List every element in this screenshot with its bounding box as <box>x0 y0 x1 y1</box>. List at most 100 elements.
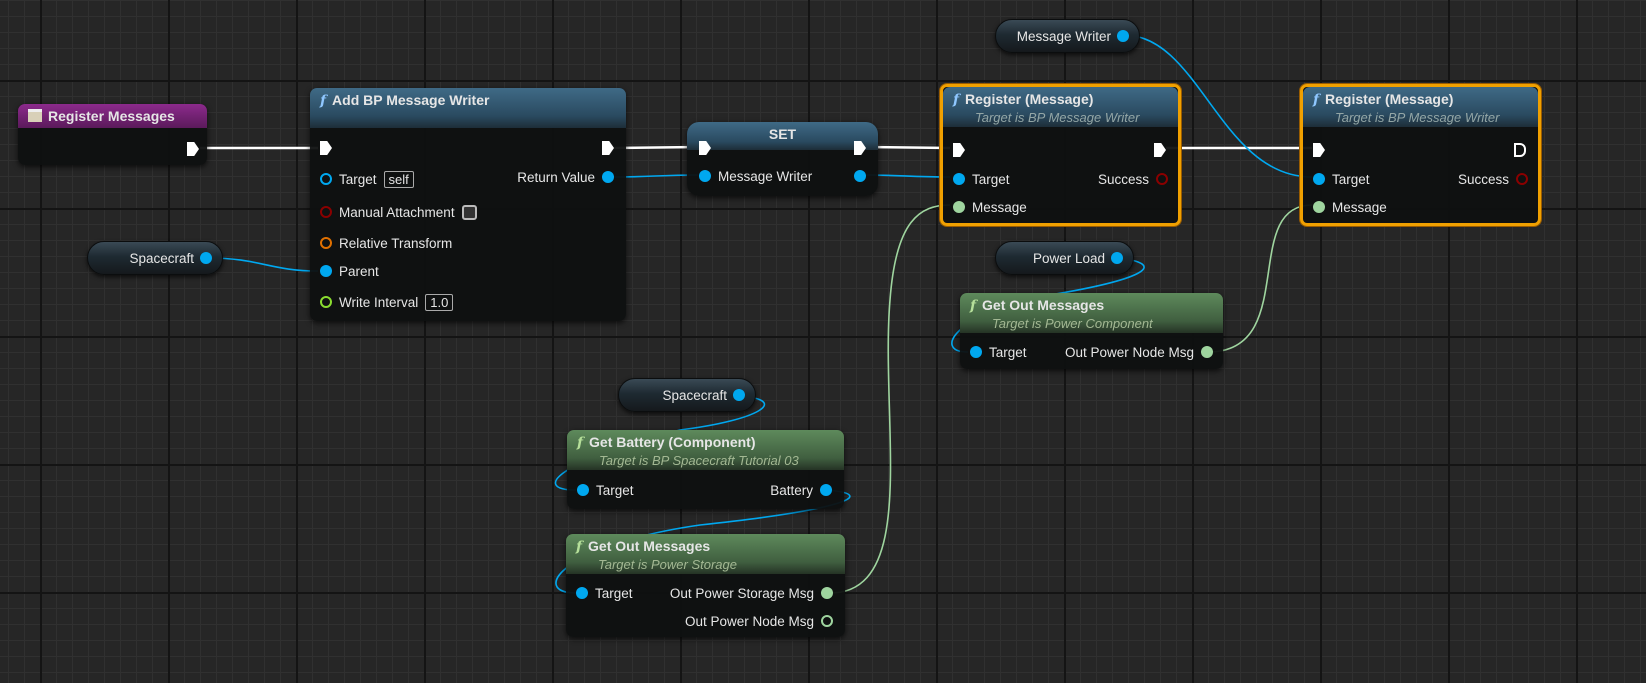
target-pin[interactable] <box>953 173 965 185</box>
variable-node-spacecraft-2[interactable]: Spacecraft <box>618 378 756 412</box>
object-wire <box>207 257 319 272</box>
pin-label: Target <box>989 344 1027 360</box>
function-node-get-battery[interactable]: f Get Battery (Component) Target is BP Spa… <box>567 430 844 509</box>
exec-out-pin[interactable] <box>1514 143 1526 157</box>
pin-label: Message Writer <box>718 168 813 184</box>
node-header: Register Messages <box>18 104 207 128</box>
success-pin[interactable] <box>1156 173 1168 185</box>
variable-node-spacecraft[interactable]: Spacecraft <box>87 241 223 275</box>
exec-in-pin[interactable] <box>699 141 711 155</box>
parent-pin[interactable] <box>320 265 332 277</box>
function-icon: f <box>1313 92 1320 108</box>
target-pin[interactable] <box>1313 173 1325 185</box>
function-icon: f <box>577 435 584 451</box>
node-title: Get Out Messages <box>588 538 711 554</box>
function-node-register-message-1[interactable]: f Register (Message) Target is BP Message … <box>940 84 1181 226</box>
output-pin[interactable] <box>1111 252 1123 264</box>
node-subtitle: Target is Power Component <box>992 316 1153 331</box>
relative-transform-pin[interactable] <box>320 237 332 249</box>
pin-label: Message <box>972 199 1027 215</box>
pin-label: Out Power Storage Msg <box>669 585 814 601</box>
pin-label: Target <box>339 171 377 187</box>
target-pin[interactable] <box>320 173 332 185</box>
target-pin[interactable] <box>970 346 982 358</box>
event-node-register-messages[interactable]: Register Messages <box>18 104 207 165</box>
output-pin[interactable] <box>1117 30 1129 42</box>
message-writer-out-pin[interactable] <box>854 170 866 182</box>
write-interval-pin[interactable] <box>320 296 332 308</box>
variable-node-message-writer[interactable]: Message Writer <box>995 19 1140 53</box>
pin-label: Out Power Node Msg <box>684 613 814 629</box>
pin-label: Battery <box>770 482 813 498</box>
exec-in-pin[interactable] <box>1313 143 1325 157</box>
node-header: SET <box>687 122 878 150</box>
pin-label: Target <box>972 171 1010 187</box>
variable-label: Power Load <box>1032 250 1105 266</box>
manual-attachment-checkbox[interactable] <box>461 204 477 220</box>
pin-label: Message <box>1332 199 1387 215</box>
manual-attachment-pin[interactable] <box>320 206 332 218</box>
battery-pin[interactable] <box>820 484 832 496</box>
node-header: f Get Battery (Component) Target is BP Spa… <box>567 430 844 470</box>
exec-in-pin[interactable] <box>320 141 332 155</box>
node-subtitle: Target is BP Message Writer <box>1335 110 1500 125</box>
exec-out-pin[interactable] <box>187 139 199 159</box>
function-icon: f <box>970 298 977 314</box>
function-icon: f <box>953 92 960 108</box>
node-title: SET <box>768 126 797 142</box>
out-power-storage-msg-pin[interactable] <box>821 587 833 599</box>
target-pin[interactable] <box>577 484 589 496</box>
message-pin[interactable] <box>1313 201 1325 213</box>
output-pin[interactable] <box>200 252 212 264</box>
success-pin[interactable] <box>1516 173 1528 185</box>
pin-label: Success <box>1097 171 1149 187</box>
node-title: Register Messages <box>48 108 175 124</box>
return-value-pin[interactable] <box>602 171 614 183</box>
variable-label: Spacecraft <box>662 387 727 403</box>
variable-node-power-load[interactable]: Power Load <box>995 241 1134 275</box>
target-default-field[interactable]: self <box>383 170 414 188</box>
node-subtitle: Target is Power Storage <box>598 557 737 572</box>
variable-label: Message Writer <box>1016 28 1111 44</box>
node-title: Register (Message) <box>965 91 1094 107</box>
node-title: Get Battery (Component) <box>589 434 756 450</box>
function-icon: f <box>576 539 583 555</box>
pin-label: Target <box>595 585 633 601</box>
function-icon: f <box>320 93 327 109</box>
node-title: Get Out Messages <box>982 297 1105 313</box>
exec-out-pin[interactable] <box>1154 143 1166 157</box>
pin-label: Relative Transform <box>339 235 453 251</box>
target-pin[interactable] <box>576 587 588 599</box>
exec-in-pin[interactable] <box>953 143 965 157</box>
node-subtitle: Target is BP Message Writer <box>975 110 1140 125</box>
out-power-node-msg-pin[interactable] <box>821 615 833 627</box>
node-subtitle: Target is BP Spacecraft Tutorial 03 <box>599 453 799 468</box>
write-interval-field[interactable]: 1.0 <box>425 293 454 311</box>
pin-label: Target <box>1332 171 1370 187</box>
message-pin[interactable] <box>953 201 965 213</box>
output-pin[interactable] <box>733 389 745 401</box>
set-node[interactable]: SET Message Writer <box>687 122 878 196</box>
node-header: f Register (Message) Target is BP Message … <box>943 87 1178 127</box>
message-writer-in-pin[interactable] <box>699 170 711 182</box>
pin-label: Return Value <box>517 169 595 185</box>
node-header: f Register (Message) Target is BP Message … <box>1303 87 1538 127</box>
exec-out-pin[interactable] <box>854 141 866 155</box>
exec-pin-icon[interactable] <box>187 142 199 156</box>
pin-label: Target <box>596 482 634 498</box>
pin-label: Parent <box>339 263 379 279</box>
node-title: Register (Message) <box>1325 91 1454 107</box>
pin-label: Write Interval <box>339 294 419 310</box>
message-wire <box>829 204 951 594</box>
function-node-register-message-2[interactable]: f Register (Message) Target is BP Message … <box>1300 84 1541 226</box>
pin-label: Manual Attachment <box>339 204 455 220</box>
exec-out-pin[interactable] <box>602 141 614 155</box>
out-power-node-msg-pin[interactable] <box>1201 346 1213 358</box>
variable-label: Spacecraft <box>129 250 194 266</box>
